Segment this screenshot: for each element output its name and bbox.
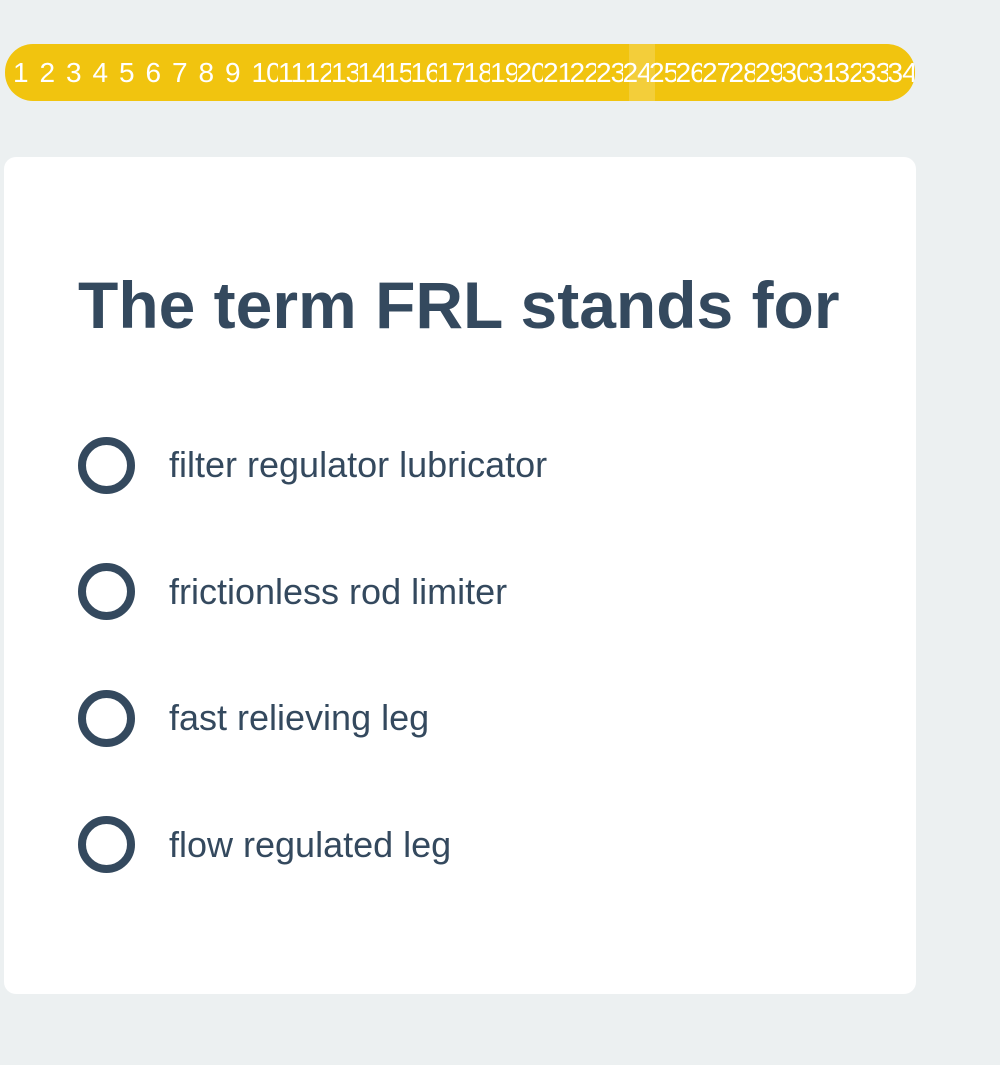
- radio-button-icon[interactable]: [78, 689, 135, 747]
- question-number-26[interactable]: 26: [675, 57, 703, 88]
- answer-options: filter regulator lubricator frictionless…: [78, 433, 878, 939]
- question-number-11[interactable]: 11: [278, 57, 305, 88]
- question-number-31[interactable]: 31: [808, 57, 835, 88]
- question-number-27[interactable]: 27: [702, 57, 729, 88]
- question-number-25[interactable]: 25: [649, 57, 676, 88]
- question-number-2[interactable]: 2: [39, 57, 56, 88]
- question-number-1[interactable]: 1: [13, 57, 29, 88]
- question-number-23[interactable]: 23: [596, 57, 623, 88]
- question-number-8[interactable]: 8: [198, 57, 215, 88]
- question-number-21[interactable]: 21: [543, 57, 570, 88]
- question-number-30[interactable]: 30: [781, 57, 809, 88]
- answer-option-1[interactable]: filter regulator lubricator: [78, 433, 878, 497]
- question-number-22[interactable]: 22: [569, 57, 597, 88]
- radio-button-icon[interactable]: [78, 436, 135, 494]
- question-card: The term FRL stands for filter regulator…: [4, 157, 916, 994]
- question-title: The term FRL stands for: [78, 268, 840, 342]
- answer-option-3[interactable]: fast relieving leg: [78, 686, 878, 750]
- question-number-34[interactable]: 34: [887, 57, 915, 88]
- question-number-3[interactable]: 3: [66, 57, 82, 88]
- question-number-14[interactable]: 14: [357, 57, 385, 88]
- question-number-20[interactable]: 20: [516, 57, 544, 88]
- question-number-6[interactable]: 6: [145, 57, 162, 88]
- answer-option-4[interactable]: flow regulated leg: [78, 813, 878, 877]
- question-number-9[interactable]: 9: [225, 57, 241, 88]
- question-number-10[interactable]: 10: [251, 57, 279, 88]
- question-number-4[interactable]: 4: [92, 57, 109, 88]
- question-number-15[interactable]: 15: [384, 57, 411, 88]
- answer-option-label: fast relieving leg: [169, 697, 430, 738]
- radio-button-icon[interactable]: [78, 816, 135, 873]
- answer-option-label: filter regulator lubricator: [169, 444, 548, 485]
- answer-option-label: frictionless rod limiter: [169, 570, 508, 612]
- question-number-18[interactable]: 18: [463, 57, 491, 88]
- question-number-35[interactable]: 35: [914, 44, 915, 101]
- question-number-28[interactable]: 28: [728, 57, 756, 88]
- question-number-7[interactable]: 7: [172, 57, 188, 88]
- question-number-13[interactable]: 13: [331, 57, 358, 88]
- question-number-33[interactable]: 33: [861, 57, 888, 88]
- radio-button-icon[interactable]: [78, 563, 135, 620]
- question-number-16[interactable]: 16: [410, 57, 438, 88]
- question-number-12[interactable]: 12: [304, 57, 332, 88]
- question-number-19[interactable]: 19: [490, 57, 517, 88]
- answer-option-2[interactable]: frictionless rod limiter: [78, 560, 878, 624]
- question-number-17[interactable]: 17: [437, 57, 464, 88]
- question-number-32[interactable]: 32: [834, 57, 862, 88]
- question-number-24[interactable]: 24: [622, 57, 650, 88]
- question-number-5[interactable]: 5: [119, 57, 135, 88]
- question-number-29[interactable]: 29: [755, 57, 782, 88]
- answer-option-label: flow regulated leg: [169, 823, 452, 865]
- current-question-marker: [629, 44, 655, 101]
